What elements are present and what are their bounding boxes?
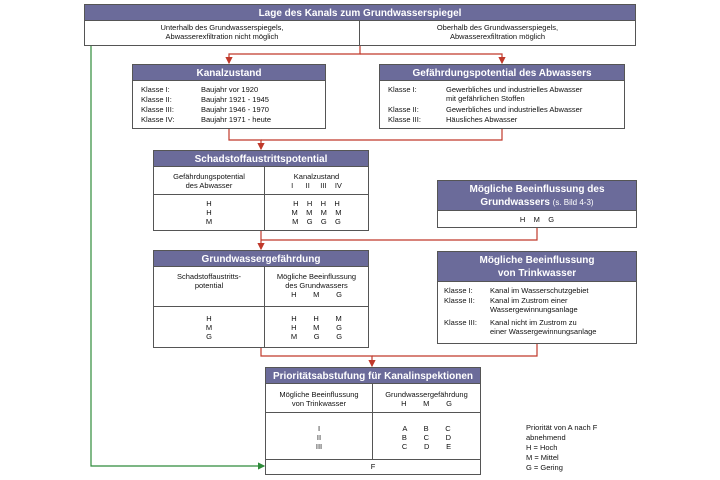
- kanalzustand-box: Kanalzustand Klasse I: Baujahr vor 1920 …: [132, 64, 326, 129]
- tw-k1: Klasse II:: [444, 296, 475, 305]
- gef-k2: Klasse III:: [388, 115, 421, 124]
- trinkwasser-box: Mögliche Beeinflussung von Trinkwasser K…: [437, 251, 637, 344]
- prio-bottom-f: F: [370, 462, 376, 471]
- beeinflussung-gw-ref: (s. Bild 4-3): [552, 198, 594, 207]
- beeinflussung-gw-title: Mögliche Beeinflussung des Grundwassers: [469, 184, 605, 208]
- arrow-trinkwasser-prioritaet: [372, 344, 538, 357]
- lage-title: Lage des Kanals zum Grundwasserspiegel: [85, 5, 635, 21]
- kanal-v1: Baujahr 1921 - 1945: [201, 95, 269, 104]
- schadstoff-col2-vals: H H H H M M M M M G G G: [291, 199, 342, 226]
- gef-k0: Klasse I:: [388, 85, 417, 94]
- prio-col2-head: Grundwassergefährdung H M G: [385, 390, 468, 408]
- trinkwasser-title: Mögliche Beeinflussung von Trinkwasser: [438, 252, 636, 282]
- prio-divider: [372, 384, 373, 459]
- prio-col1-head: Mögliche Beeinflussung von Trinkwasser: [279, 390, 359, 408]
- grundwassergefaehrdung-box: Grundwassergefährdung Schadstoffaustritt…: [153, 250, 369, 348]
- schadstoff-col2-head: Kanalzustand I II III IV: [291, 172, 342, 190]
- tw-v1: Kanal im Zustrom einer Wassergewinnungsa…: [490, 296, 578, 314]
- lage-right: Oberhalb des Grundwasserspiegels, Abwass…: [436, 23, 559, 41]
- prio-col2-vals: A B C B C D C D E: [401, 424, 452, 451]
- arrow-green-lage-prioritaet: [90, 46, 266, 470]
- lage-box: Lage des Kanals zum Grundwasserspiegel U…: [84, 4, 636, 46]
- gwg-col2-head: Mögliche Beeinflussung des Grundwassers …: [276, 272, 357, 299]
- arrow-lage-gefaehrdung: [360, 53, 506, 65]
- schadstoff-title: Schadstoffaustrittspotential: [154, 151, 368, 167]
- gef-k1: Klasse II:: [388, 105, 419, 114]
- beeinflussung-gw-header: Mögliche Beeinflussung des Grundwassers …: [438, 181, 636, 211]
- lage-divider: [359, 21, 360, 45]
- grundwassergefaehrdung-title: Grundwassergefährdung: [154, 251, 368, 267]
- beeinflussung-gw-box: Mögliche Beeinflussung des Grundwassers …: [437, 180, 637, 228]
- kanal-k1: Klasse II:: [141, 95, 172, 104]
- tw-v0: Kanal im Wasserschutzgebiet: [490, 286, 589, 295]
- schadstoff-box: Schadstoffaustrittspotential Gefährdungs…: [153, 150, 369, 231]
- kanal-v2: Baujahr 1946 - 1970: [201, 105, 269, 114]
- gef-v0: Gewerbliches und industrielles Abwasser …: [446, 85, 583, 103]
- prio-col1-vals: I II III: [315, 424, 323, 451]
- schadstoff-col1-vals: H H M: [205, 199, 213, 226]
- schadstoff-rule: [154, 194, 368, 195]
- prio-rule: [266, 412, 480, 413]
- schadstoff-col1-head: Gefährdungspotential des Abwasser: [173, 172, 245, 190]
- lage-left: Unterhalb des Grundwasserspiegels, Abwas…: [160, 23, 284, 41]
- gef-v1: Gewerbliches und industrielles Abwasser: [446, 105, 583, 114]
- gefaehrdung-title: Gefährdungspotential des Abwassers: [380, 65, 624, 81]
- kanalzustand-title: Kanalzustand: [133, 65, 325, 81]
- tw-k0: Klasse I:: [444, 286, 473, 295]
- legend-text: Priorität von A nach F abnehmend H = Hoc…: [526, 423, 598, 472]
- tw-k2: Klasse III:: [444, 318, 477, 327]
- prioritaet-box: Prioritätsabstufung für Kanalinspektione…: [265, 367, 481, 475]
- arrow-kanal-schadstoff: [228, 129, 265, 151]
- schadstoff-divider: [264, 167, 265, 230]
- tw-v2: Kanal nicht im Zustrom zu einer Wasserge…: [490, 318, 597, 336]
- kanal-k0: Klasse I:: [141, 85, 170, 94]
- arrow-beeinflussung-gwg: [261, 228, 538, 241]
- kanal-v3: Baujahr 1971 - heute: [201, 115, 272, 124]
- arrow-gefaehrdung-schadstoff: [261, 129, 503, 141]
- gwg-col1-vals: H M G: [205, 314, 213, 341]
- kanal-v0: Baujahr vor 1920: [201, 85, 259, 94]
- gwg-divider: [264, 267, 265, 347]
- gef-v2: Häusliches Abwasser: [446, 115, 518, 124]
- gwg-col1-head: Schadstoffaustritts- potential: [176, 272, 242, 290]
- beeinflussung-gw-vals: H M G: [519, 215, 555, 224]
- prioritaet-title: Prioritätsabstufung für Kanalinspektione…: [266, 368, 480, 384]
- gwg-col2-vals: H H M H M G M G G: [290, 314, 343, 341]
- gefaehrdung-box: Gefährdungspotential des Abwassers Klass…: [379, 64, 625, 129]
- arrow-gwg-prioritaet: [260, 348, 376, 368]
- gwg-rule: [154, 306, 368, 307]
- kanal-k2: Klasse III:: [141, 105, 174, 114]
- prio-bottom-rule: [266, 459, 480, 460]
- arrow-lage-kanalzustand: [225, 46, 361, 65]
- kanal-k3: Klasse IV:: [141, 115, 175, 124]
